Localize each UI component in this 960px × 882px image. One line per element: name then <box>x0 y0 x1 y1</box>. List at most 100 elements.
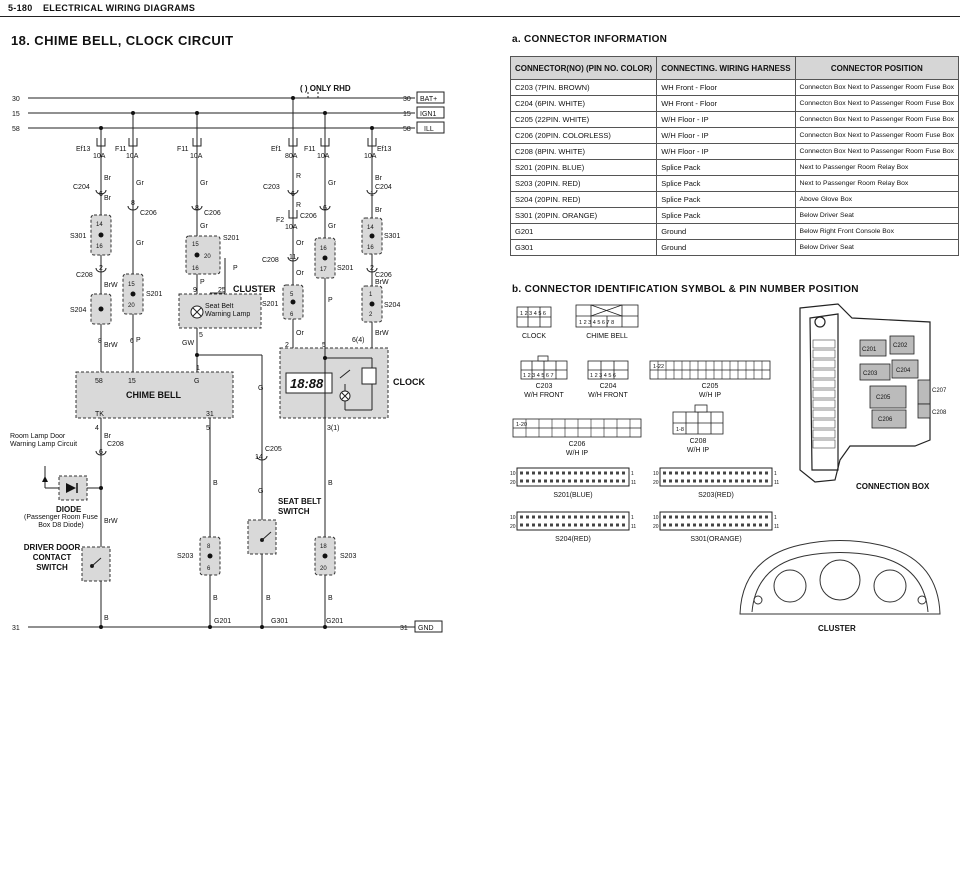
wire-b-2: B <box>213 595 218 602</box>
s204-mark-11: 11 <box>631 524 636 530</box>
pin-2-c: 2 <box>285 342 289 349</box>
pin-9: 9 <box>193 287 197 294</box>
box-c206: C206 <box>878 417 893 423</box>
s201a-pin-20: 20 <box>128 303 135 309</box>
wire-p-2: P <box>200 279 205 286</box>
cell-position: Below Right Front Console Box <box>794 223 960 240</box>
sym-s301: S301(ORANGE) <box>690 536 741 543</box>
section-title: ELECTRICAL WIRING DIAGRAMS <box>43 3 196 13</box>
page-header: 5-180 ELECTRICAL WIRING DIAGRAMS <box>0 0 960 17</box>
c208-pin-numbers: 1-8 <box>676 427 684 433</box>
c204-pin-numbers: 1 2 3 4 5 6 <box>590 373 616 379</box>
bus-15-right: 15 <box>403 111 411 118</box>
s203b-pin-20: 20 <box>320 566 327 572</box>
pin-14: 14 <box>255 454 263 461</box>
door-switch-icon <box>90 557 102 568</box>
s201c-pin-17: 17 <box>320 267 327 273</box>
ill-tag: ILL <box>424 126 434 133</box>
c205-pin-numbers: 1-22 <box>653 364 664 370</box>
cell-harness: Splice Pack <box>656 175 796 192</box>
pin-6-e: 6 <box>130 338 134 345</box>
cell-harness: WH Front - Floor <box>656 95 796 112</box>
s203b-pin-18: 18 <box>320 544 327 550</box>
s204-mark-10: 10 <box>510 515 516 521</box>
ign1-tag: IGN1 <box>420 111 436 118</box>
arrow-up-icon <box>42 476 48 482</box>
ground-g301: G301 <box>271 618 288 625</box>
bus-31-left: 31 <box>12 625 20 632</box>
s203-mark-11: 11 <box>774 480 779 486</box>
cell-harness: W/H Floor - IP <box>656 127 796 144</box>
cell-connector: C204 (6PIN. WHITE) <box>509 95 658 112</box>
fuse-ef13b-label: Ef13 <box>377 146 392 153</box>
sym-c203: C203 <box>536 383 553 390</box>
pin-2-a: 2 <box>99 265 103 272</box>
s203a-pin-8: 8 <box>207 544 211 550</box>
wire-gr-6: Gr <box>328 223 336 230</box>
box-c204: C204 <box>896 368 911 374</box>
wire-gw: GW <box>182 340 194 347</box>
c205-label: C205 <box>265 446 282 453</box>
bus-31-right: 31 <box>400 625 408 632</box>
fuse-f11-label: F11 <box>115 146 127 153</box>
chime-bell-label: CHIME BELL <box>126 390 182 400</box>
s301-mark-1: 1 <box>774 515 777 521</box>
wire-gr-3: Gr <box>328 180 336 187</box>
wire-gr-1: Gr <box>136 180 144 187</box>
wire-g-2: G <box>258 488 263 495</box>
s204-mark-20: 20 <box>510 524 516 530</box>
chime-pin-58: 58 <box>95 378 103 385</box>
s201c-pin-16: 16 <box>320 246 327 252</box>
fuse-ef1-rating: 80A <box>285 153 298 160</box>
s301a-pin-16: 16 <box>96 244 103 250</box>
wire-p-4: P <box>328 297 333 304</box>
box-c201: C201 <box>862 347 877 353</box>
cell-harness: Splice Pack <box>656 191 796 208</box>
pin-6-4: 6(4) <box>352 337 364 344</box>
s301-label-b: S301 <box>384 233 400 240</box>
wire-brw-2: BrW <box>375 279 389 286</box>
col-harness: CONNECTING. WIRING HARNESS <box>656 56 796 80</box>
bus-30-left: 30 <box>12 96 20 103</box>
cell-position: Below Driver Seat <box>794 239 960 256</box>
wire-or-2: Or <box>296 270 304 277</box>
col-position: CONNECTOR POSITION <box>794 56 960 80</box>
wire-br-2: Br <box>375 175 383 182</box>
bus-58-left: 58 <box>12 126 20 133</box>
connector-info-title: a. CONNECTOR INFORMATION <box>512 34 668 45</box>
cell-connector: S201 (20PIN. BLUE) <box>509 159 658 176</box>
cluster-label: CLUSTER <box>233 284 276 294</box>
pin-6-b: 6 <box>291 191 295 198</box>
wire-b-5: B <box>266 595 271 602</box>
pin-11: 11 <box>289 254 296 261</box>
c208-label-2: C208 <box>262 257 279 264</box>
cell-connector: S301 (20PIN. ORANGE) <box>509 207 658 224</box>
pin-5-b: 5 <box>322 342 326 349</box>
c206-label-2: C206 <box>204 210 221 217</box>
fuse-f11c-label: F11 <box>304 146 316 153</box>
pin-6-a: 6 <box>99 191 103 198</box>
c204-label-2: C204 <box>375 184 392 191</box>
seat-belt-lamp-label: Seat Belt Warning Lamp <box>205 303 251 318</box>
c203-pin-numbers: 1 2 3 4 5 6 7 <box>523 373 554 379</box>
ground-g201-a: G201 <box>214 618 231 625</box>
s301-mark-20: 20 <box>653 524 659 530</box>
s301a-pin-14: 14 <box>96 222 103 228</box>
cell-position: Below Driver Seat <box>794 207 960 224</box>
box-c208: C208 <box>932 410 947 416</box>
diode-note: (Passenger Room Fuse Box D8 Diode) <box>24 514 98 529</box>
s201a-pin-15: 15 <box>128 282 135 288</box>
cell-position: Connectcn Box Next to Passenger Room Fus… <box>794 143 960 160</box>
seat-belt-switch-icon <box>260 531 272 542</box>
connector-id-title: b. CONNECTOR IDENTIFICATION SYMBOL & PIN… <box>512 284 859 295</box>
s201-mark-11: 11 <box>631 480 636 486</box>
cell-harness: Splice Pack <box>656 207 796 224</box>
wire-br-1: Br <box>104 175 112 182</box>
c208-label-1: C208 <box>76 272 93 279</box>
